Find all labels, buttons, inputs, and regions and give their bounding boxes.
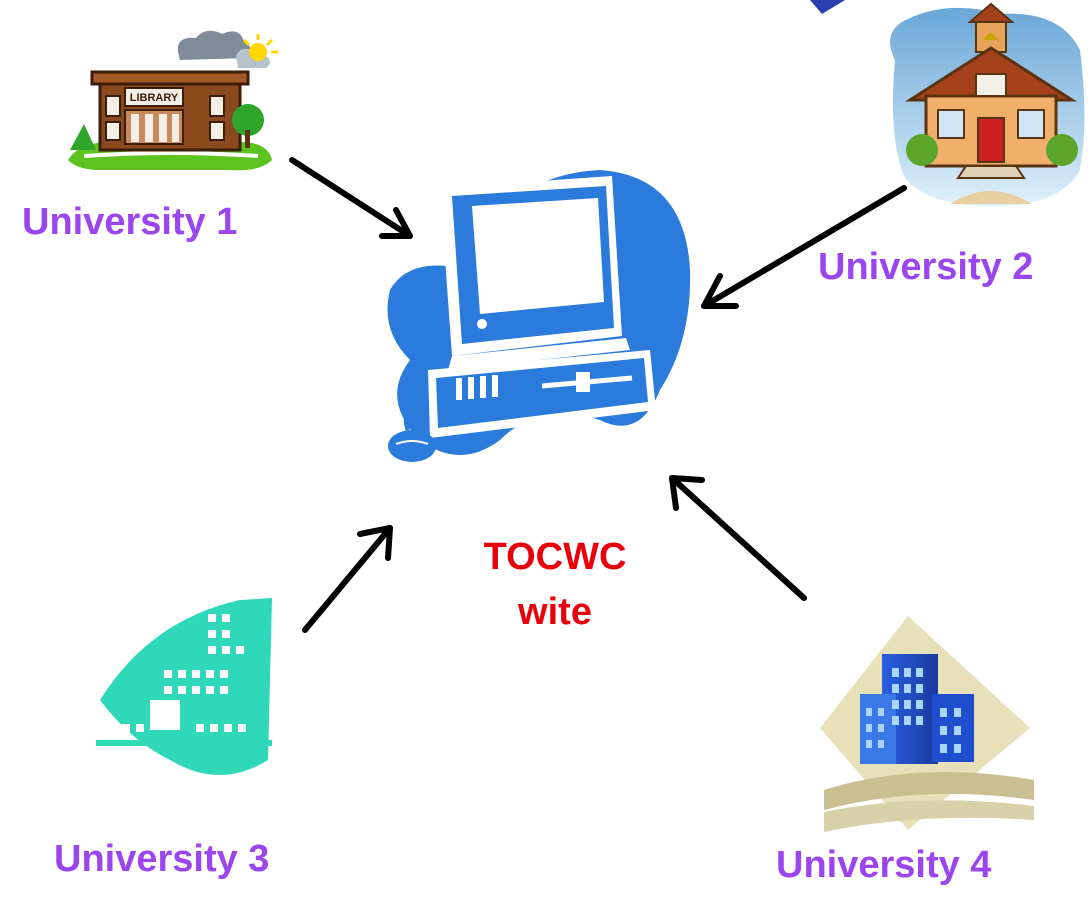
svg-text:LIBRARY: LIBRARY — [130, 92, 179, 104]
skyscraper-icon — [820, 616, 1034, 832]
desktop-computer-icon — [387, 170, 691, 462]
arrow-university-1-to-center — [289, 157, 413, 239]
arrow-university-3-to-center — [302, 525, 393, 633]
center-label-line-1: TOCWC — [483, 536, 627, 578]
title-fragment-mark — [810, 0, 845, 14]
center-label: TOCWC wite — [455, 530, 655, 640]
schoolhouse-icon — [890, 2, 1085, 207]
university-3-label: University 3 — [54, 838, 270, 880]
university-4-label: University 4 — [776, 844, 992, 886]
center-label-line-2: wite — [518, 591, 592, 634]
office-building-icon — [96, 598, 272, 775]
arrow-university-2-to-center — [701, 185, 907, 309]
library-building-icon: LIBRARY — [68, 30, 278, 171]
university-1-label: University 1 — [22, 201, 238, 243]
arrow-university-4-to-center — [669, 475, 807, 601]
university-2-label: University 2 — [818, 246, 1034, 288]
